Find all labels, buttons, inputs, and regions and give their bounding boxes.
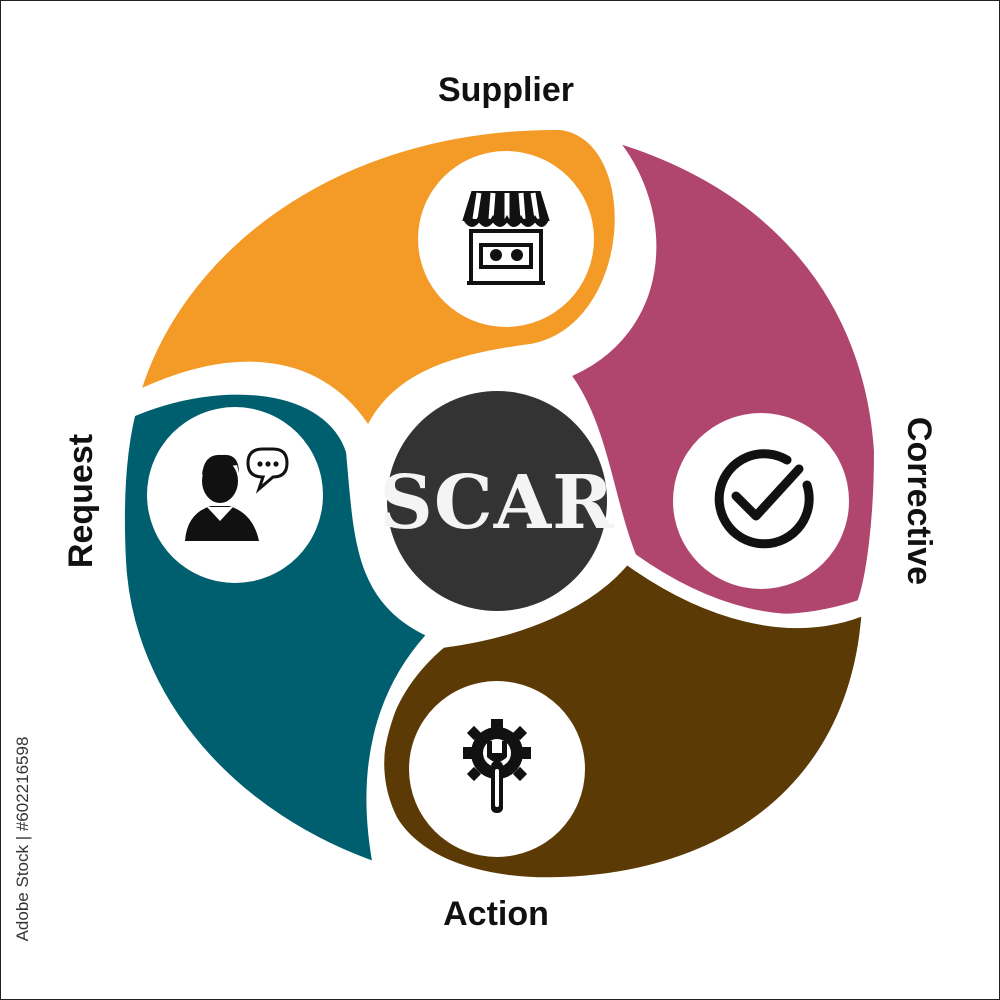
center-disc	[387, 391, 607, 611]
label-action: Action	[443, 895, 549, 933]
store-icon	[462, 191, 550, 285]
center-title: SCAR	[379, 460, 614, 546]
check-circle-icon	[714, 449, 814, 549]
stock-id-watermark: Adobe Stock | #602216598	[13, 736, 32, 942]
label-corrective: Corrective	[900, 416, 938, 586]
label-supplier: Supplier	[437, 71, 575, 109]
corrective-icon-circle	[673, 413, 849, 589]
wrench-gear-icon	[463, 719, 531, 813]
person-speech-icon	[185, 447, 289, 541]
request-icon-circle	[147, 407, 323, 583]
supplier-icon-circle	[418, 151, 594, 327]
label-request: Request	[62, 433, 100, 569]
